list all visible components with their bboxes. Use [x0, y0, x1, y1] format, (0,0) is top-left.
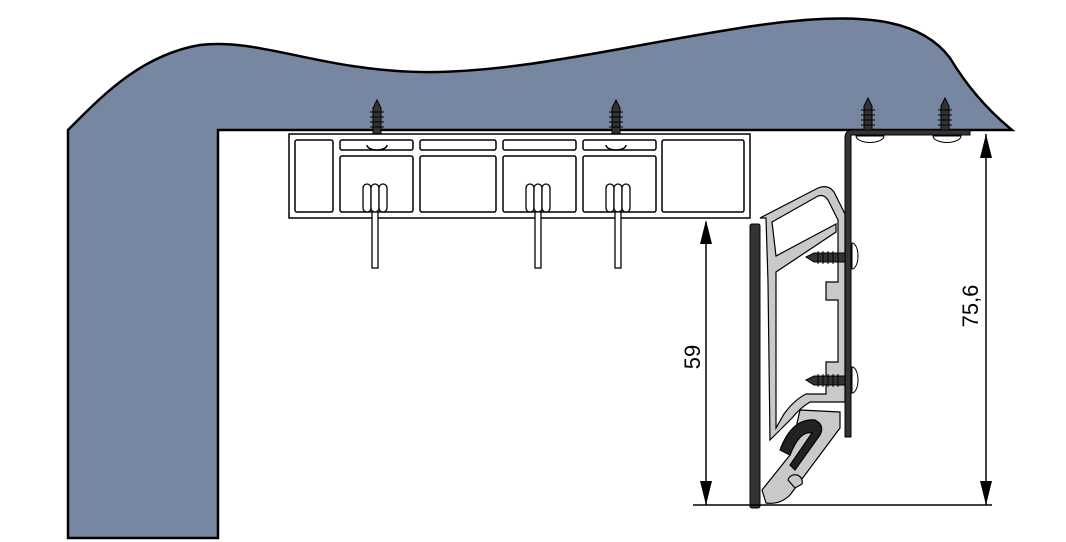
dimension-75-6: 75,6	[958, 134, 992, 505]
ceiling-screws	[370, 96, 952, 135]
screw-icon	[609, 98, 623, 135]
curtain-gliders	[362, 183, 631, 269]
glider	[605, 183, 631, 269]
profile-screws	[804, 251, 846, 387]
dimension-59: 59	[680, 220, 712, 505]
screw-icon	[370, 98, 384, 135]
dimension-label-59: 59	[680, 345, 705, 369]
screw-icon	[804, 374, 846, 387]
ceiling-wall	[66, 17, 1016, 540]
screw-icon	[861, 96, 875, 133]
dimension-label-75-6: 75,6	[958, 285, 983, 328]
aluminium-profile	[759, 186, 846, 504]
dark-panel	[749, 223, 761, 509]
screw-icon	[938, 96, 952, 133]
glider	[525, 183, 551, 269]
wall-bracket	[844, 129, 971, 438]
glider	[362, 183, 388, 269]
curtain-track	[288, 133, 751, 219]
screw-icon	[804, 251, 846, 264]
